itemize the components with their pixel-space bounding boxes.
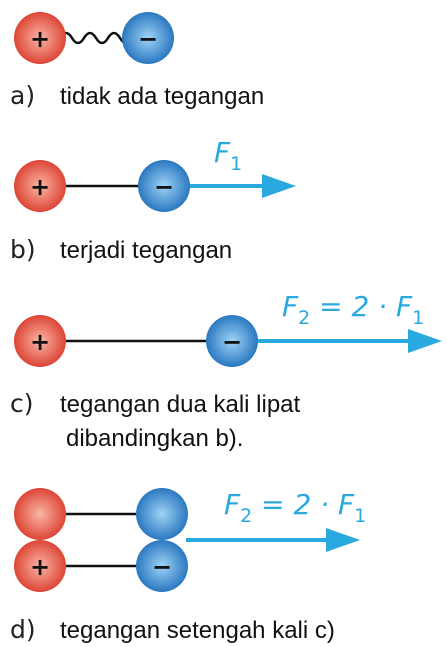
force-symbol: F xyxy=(224,488,241,521)
force-equation: = 2 · F xyxy=(252,488,355,521)
force-label-f2: F2 = 2 · F1 xyxy=(224,488,366,527)
negative-charge xyxy=(206,315,258,367)
negative-charge xyxy=(122,12,174,64)
positive-charge xyxy=(14,315,66,367)
minus-sign: − xyxy=(138,25,158,53)
force-arrow-head xyxy=(326,528,360,552)
plus-sign: + xyxy=(30,328,50,356)
panel-b-letter: b) xyxy=(10,235,36,264)
panel-c-letter: c) xyxy=(10,389,34,418)
positive-charge xyxy=(14,12,66,64)
panel-b-caption: terjadi tegangan xyxy=(60,237,232,264)
force-subscript: 2 xyxy=(240,505,252,527)
plus-sign: + xyxy=(30,173,50,201)
force-symbol: F xyxy=(214,136,231,169)
force-subscript: 1 xyxy=(230,153,242,175)
panel-c: + − F2 = 2 · F1 c) tegangan dua kali lip… xyxy=(10,290,442,452)
negative-charge xyxy=(136,488,188,540)
force-label-f1: F1 xyxy=(214,136,242,175)
positive-charge xyxy=(14,160,66,212)
spring-coil xyxy=(58,31,134,45)
panel-c-caption-line1: tegangan dua kali lipat xyxy=(60,391,301,418)
force-equation: = 2 · F xyxy=(310,290,413,323)
force-subscript: 2 xyxy=(298,307,310,329)
minus-sign: − xyxy=(152,553,172,581)
force-subscript: 1 xyxy=(354,505,366,527)
plus-sign: + xyxy=(30,25,50,53)
minus-sign: − xyxy=(222,328,242,356)
panel-c-caption-line2: dibandingkan b). xyxy=(66,425,243,452)
panel-b: + − F1 b) terjadi tegangan xyxy=(10,136,296,264)
force-subscript: 1 xyxy=(412,307,424,329)
force-symbol: F xyxy=(282,290,299,323)
positive-charge xyxy=(14,488,66,540)
minus-sign: − xyxy=(154,173,174,201)
panel-d-caption: tegangan setengah kali c) xyxy=(60,617,335,644)
panel-a: + − a) tidak ada tegangan xyxy=(10,12,264,110)
force-label-f2: F2 = 2 · F1 xyxy=(282,290,424,329)
panel-a-caption: tidak ada tegangan xyxy=(60,83,264,110)
force-arrow-head xyxy=(408,329,442,353)
plus-sign: + xyxy=(30,553,50,581)
positive-charge xyxy=(14,540,66,592)
panel-a-letter: a) xyxy=(10,81,35,110)
negative-charge xyxy=(138,160,190,212)
force-arrow-head xyxy=(262,174,296,198)
panel-d-letter: d) xyxy=(10,615,36,644)
panel-d: + − F2 = 2 · F1 d) tegangan setengah kal… xyxy=(10,488,366,644)
negative-charge xyxy=(136,540,188,592)
